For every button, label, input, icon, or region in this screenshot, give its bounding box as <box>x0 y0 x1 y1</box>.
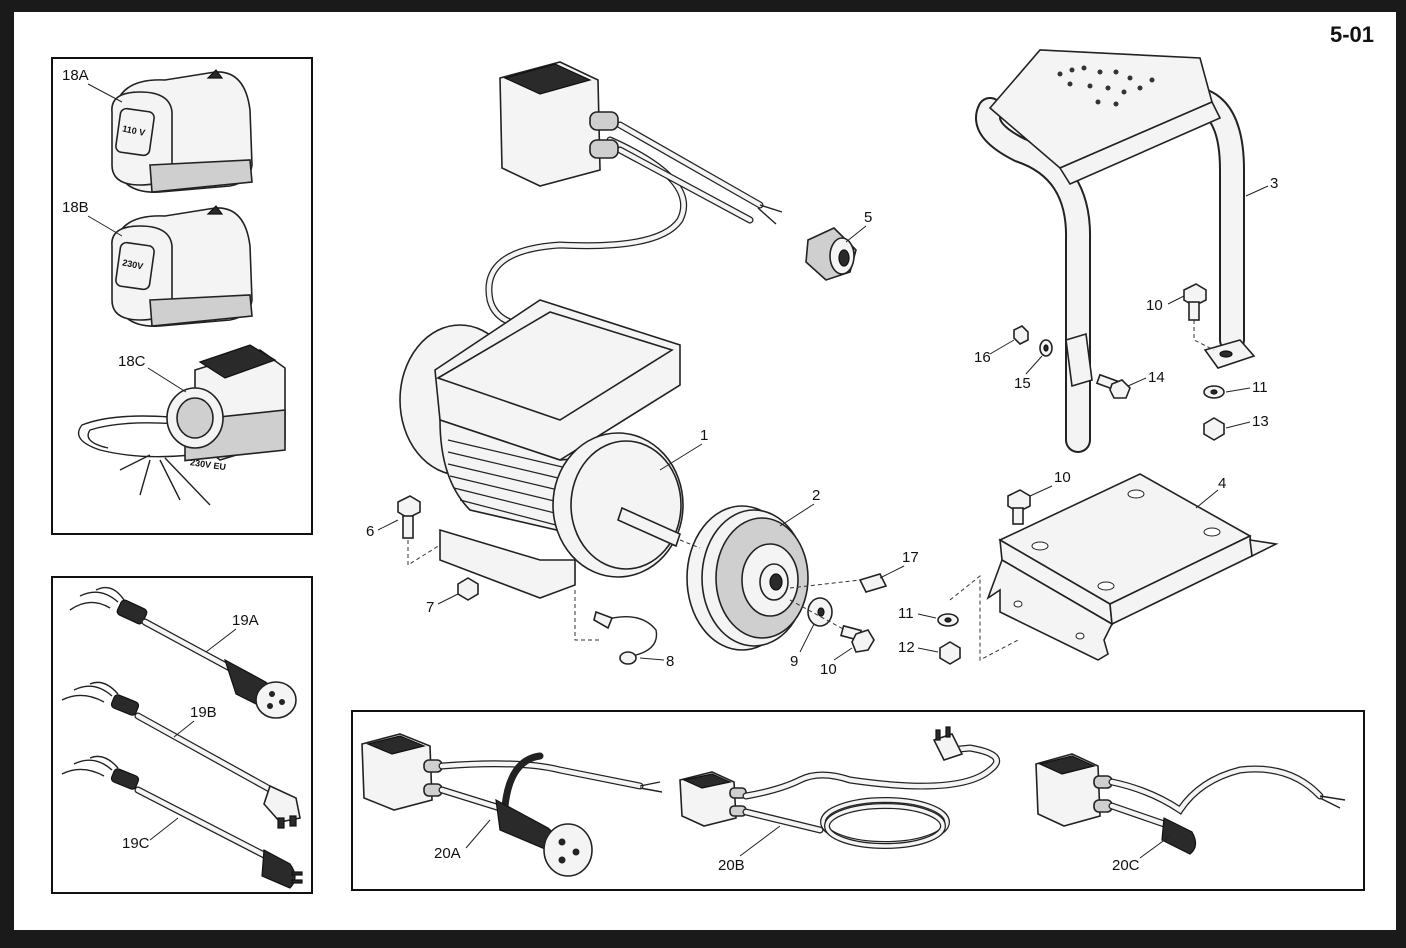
inset-assemblies-frame <box>351 710 1365 891</box>
power-cord-19c <box>61 755 303 889</box>
label-20a: 20A <box>434 845 461 862</box>
label-19b: 19B <box>190 704 217 721</box>
bolt-10-handle <box>1183 283 1207 321</box>
callout-5: 5 <box>864 209 872 226</box>
ground-wire <box>593 610 658 665</box>
label-19a: 19A <box>232 612 259 629</box>
callout-10-pulley: 10 <box>820 661 837 678</box>
washer-11-base <box>937 613 959 627</box>
washer-15 <box>1039 339 1053 357</box>
inset-cords-frame <box>51 576 313 894</box>
nut-7 <box>457 577 479 601</box>
switch-assembly-20c <box>1035 753 1346 855</box>
svg-text:110 V: 110 V <box>121 123 146 138</box>
switch-box-18a: 110 V <box>111 69 253 193</box>
motor-base-plate <box>986 473 1279 661</box>
nut-12 <box>939 641 961 665</box>
label-20b: 20B <box>718 857 745 874</box>
shaft-key <box>858 573 888 593</box>
bolt-10-base <box>1007 489 1031 525</box>
washer-9 <box>807 597 833 627</box>
callout-16: 16 <box>974 349 991 366</box>
callout-6: 6 <box>366 523 374 540</box>
cable-gland <box>805 227 857 281</box>
svg-text:230V EU: 230V EU <box>189 457 226 472</box>
callout-4: 4 <box>1218 475 1226 492</box>
drive-pulley <box>686 505 809 651</box>
callout-15: 15 <box>1014 375 1031 392</box>
label-18b: 18B <box>62 199 89 216</box>
callout-1: 1 <box>700 427 708 444</box>
power-cord-19a <box>69 586 297 719</box>
callout-12: 12 <box>898 639 915 656</box>
callout-13: 13 <box>1252 413 1269 430</box>
callout-11-handle: 11 <box>1252 379 1268 396</box>
callout-10-handle: 10 <box>1146 297 1163 314</box>
page-number: 5-01 <box>1330 22 1374 47</box>
washer-11-handle <box>1203 385 1225 399</box>
callout-3: 3 <box>1270 175 1278 192</box>
callout-10-base: 10 <box>1054 469 1071 486</box>
label-18a: 18A <box>62 67 89 84</box>
svg-text:230V: 230V <box>121 257 144 271</box>
callout-8: 8 <box>666 653 674 670</box>
handle-frame <box>975 49 1256 453</box>
switch-assembly-20b <box>679 726 1001 849</box>
label-20c: 20C <box>1112 857 1140 874</box>
label-19c: 19C <box>122 835 150 852</box>
switch-box-18b: 230V <box>111 205 253 327</box>
bolt-10-pulley <box>840 624 875 653</box>
inset-switches-frame <box>51 57 313 535</box>
switch-box-18c: 230V EU <box>77 344 286 506</box>
electric-motor <box>399 299 684 599</box>
switch-assembly-20a <box>361 733 663 877</box>
bolt-14 <box>1095 373 1131 399</box>
callout-9: 9 <box>790 653 798 670</box>
callout-17: 17 <box>902 549 919 566</box>
callout-2: 2 <box>812 487 820 504</box>
callout-7: 7 <box>426 599 434 616</box>
nut-16 <box>1013 325 1029 345</box>
bolt-6 <box>397 495 421 539</box>
callout-14: 14 <box>1148 369 1165 386</box>
callout-11-base: 11 <box>898 605 914 622</box>
nut-13 <box>1203 417 1225 441</box>
main-switch-box <box>485 61 783 329</box>
power-cord-19b <box>61 681 301 829</box>
label-18c: 18C <box>118 353 146 370</box>
